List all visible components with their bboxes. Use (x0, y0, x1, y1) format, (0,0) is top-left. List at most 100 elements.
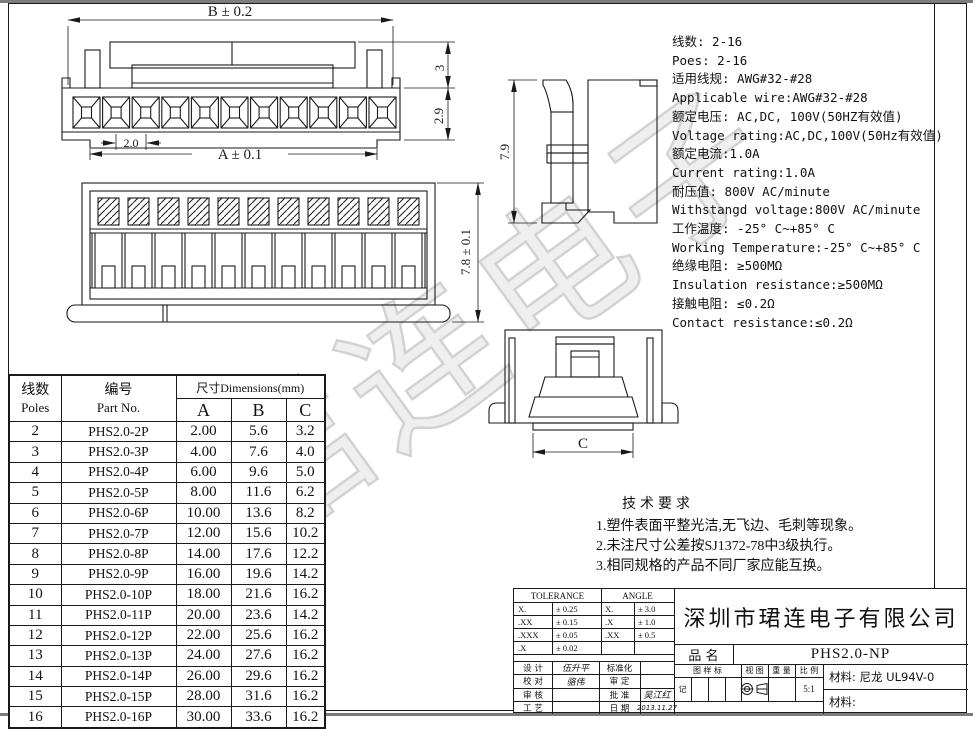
part-name-label: 品 名 (688, 648, 719, 664)
end-view (488, 329, 679, 431)
sig-name: 伍升平 (561, 664, 589, 674)
tolerance-cell: .XX (605, 629, 620, 640)
scale-label: 比 例 (799, 666, 819, 675)
tech-req-title: 技术要求 (622, 497, 694, 512)
spec-line: Contact resistance:≤0.2Ω (672, 314, 853, 330)
dim-a-label: A ± 0.1 (218, 147, 263, 163)
rear-view (66, 182, 451, 323)
title-block: TOLERANCE ANGLE X. ± 0.25 X. ± 3.0 .XX ±… (513, 588, 968, 714)
sig-label: 审 定 (609, 677, 630, 687)
spec-line: 接触电阻: ≤0.2Ω (672, 295, 775, 311)
dim-side-height-label: 7.9 (497, 144, 512, 160)
tolerance-cell: ± 0.15 (556, 616, 578, 627)
tech-req-item: 1.塑件表面平整光洁,无飞边、毛刺等现象。 (596, 519, 862, 534)
dim-rear-height-label: 7.8 ± 0.1 (458, 229, 473, 275)
tolerance-cell: .X (518, 642, 527, 653)
part-name-value: PHS2.0-NP (810, 645, 891, 662)
spec-line: Voltage rating:AC,DC,100V(50Hz有效值) (672, 127, 943, 143)
weight-label: 重 量 (772, 666, 791, 675)
tech-req-item: 2.未注尺寸公差按SJ1372-78中3级执行。 (596, 539, 842, 554)
spec-line: 额定电压: AC,DC, 100V(50HZ有效值) (672, 108, 903, 124)
tolerance-cell: .XXX (518, 629, 539, 640)
side-view-dimensions (508, 79, 537, 224)
sig-label: 设 计 (523, 663, 543, 674)
header-col-c: C (285, 398, 326, 422)
header-col-b: B (230, 398, 287, 422)
sig-name (552, 701, 599, 714)
material-row-1: 材料: 尼龙 UL94V-0 (829, 669, 935, 684)
sig-name (640, 674, 674, 688)
tolerance-title: TOLERANCE (530, 590, 585, 601)
header-part-no: 编号 Part No. (60, 374, 177, 422)
header-poles-en: Poles (21, 399, 50, 415)
top-chrome-strip (0, 0, 973, 3)
sig-date: 2013.11.27 (636, 703, 678, 712)
view-label: 视 图 (745, 666, 764, 675)
sig-label: 批 准 (609, 690, 630, 701)
frame-bottom (8, 710, 967, 711)
frame-right-inner (934, 3, 935, 588)
tolerance-cell: .X (605, 616, 614, 627)
tolerance-cell: ± 3.0 (638, 603, 656, 614)
rear-view-dimensions (437, 182, 484, 323)
company-name: 深圳市珺连电子有限公司 (683, 606, 959, 632)
technical-requirements: 技术要求 1.塑件表面平整光洁,无飞边、毛刺等现象。 2.未注尺寸公差按SJ13… (596, 495, 862, 577)
frame-left (8, 3, 9, 711)
side-view (541, 79, 658, 224)
tolerance-cell: ± 0.05 (556, 629, 578, 640)
tolerance-cell: .XX (518, 616, 533, 627)
spec-line: Applicable wire:AWG#32-#28 (672, 90, 868, 106)
spec-line: Current rating:1.0A (672, 164, 815, 180)
tolerance-cell: ± 0.5 (638, 629, 656, 640)
sig-label: 校 对 (523, 677, 543, 687)
spec-line: 线数: 2-16 (672, 34, 743, 49)
dim-pitch-label: 2.0 (124, 136, 139, 150)
sig-name: 吴江红 (643, 691, 671, 701)
tolerance-cell: X. (605, 603, 614, 614)
spec-line: Withstangd voltage:800V AC/minute (672, 202, 921, 218)
header-col-a: A (175, 398, 232, 422)
mark-label: 图 样 标 (692, 666, 723, 675)
sig-name (552, 688, 599, 701)
header-poles: 线数 Poles (8, 374, 62, 422)
material-row-2: 材料: (829, 694, 856, 709)
scale-value: 5:1 (803, 684, 815, 694)
front-view-dimensions (67, 17, 455, 160)
dim-body-height-label: 2.9 (431, 108, 446, 124)
spec-line: Insulation resistance:≥500MΩ (672, 277, 883, 293)
header-part-cn: 编号 (104, 381, 133, 398)
spec-list: 线数: 2-16 Poes: 2-16 适用线规: AWG#32-#28 App… (672, 33, 943, 332)
tolerance-cell: ± 0.02 (556, 642, 578, 653)
spec-line: 耐压值: 800V AC/minute (672, 183, 830, 199)
sig-name: 骆伟 (566, 677, 585, 688)
end-view-dimensions (532, 433, 634, 458)
spec-line: Poes: 2-16 (672, 52, 748, 68)
sig-label: 日 期 (609, 703, 630, 714)
sig-label: 工 艺 (523, 703, 543, 714)
spec-line: 绝缘电阻: ≥500MΩ (672, 258, 783, 274)
mark-label-2: 记 (678, 684, 687, 694)
front-view (61, 41, 401, 149)
header-poles-cn: 线数 (21, 381, 50, 398)
dimension-table: 线数 Poles 编号 Part No. 尺寸Dimensions(mm) A … (8, 374, 326, 729)
dim-b-label: B ± 0.2 (208, 4, 253, 20)
dim-c-label: C (578, 436, 588, 452)
frame-right-outer (966, 3, 967, 711)
sig-name (640, 661, 674, 674)
spec-line: 适用线规: AWG#32-#28 (672, 71, 813, 87)
